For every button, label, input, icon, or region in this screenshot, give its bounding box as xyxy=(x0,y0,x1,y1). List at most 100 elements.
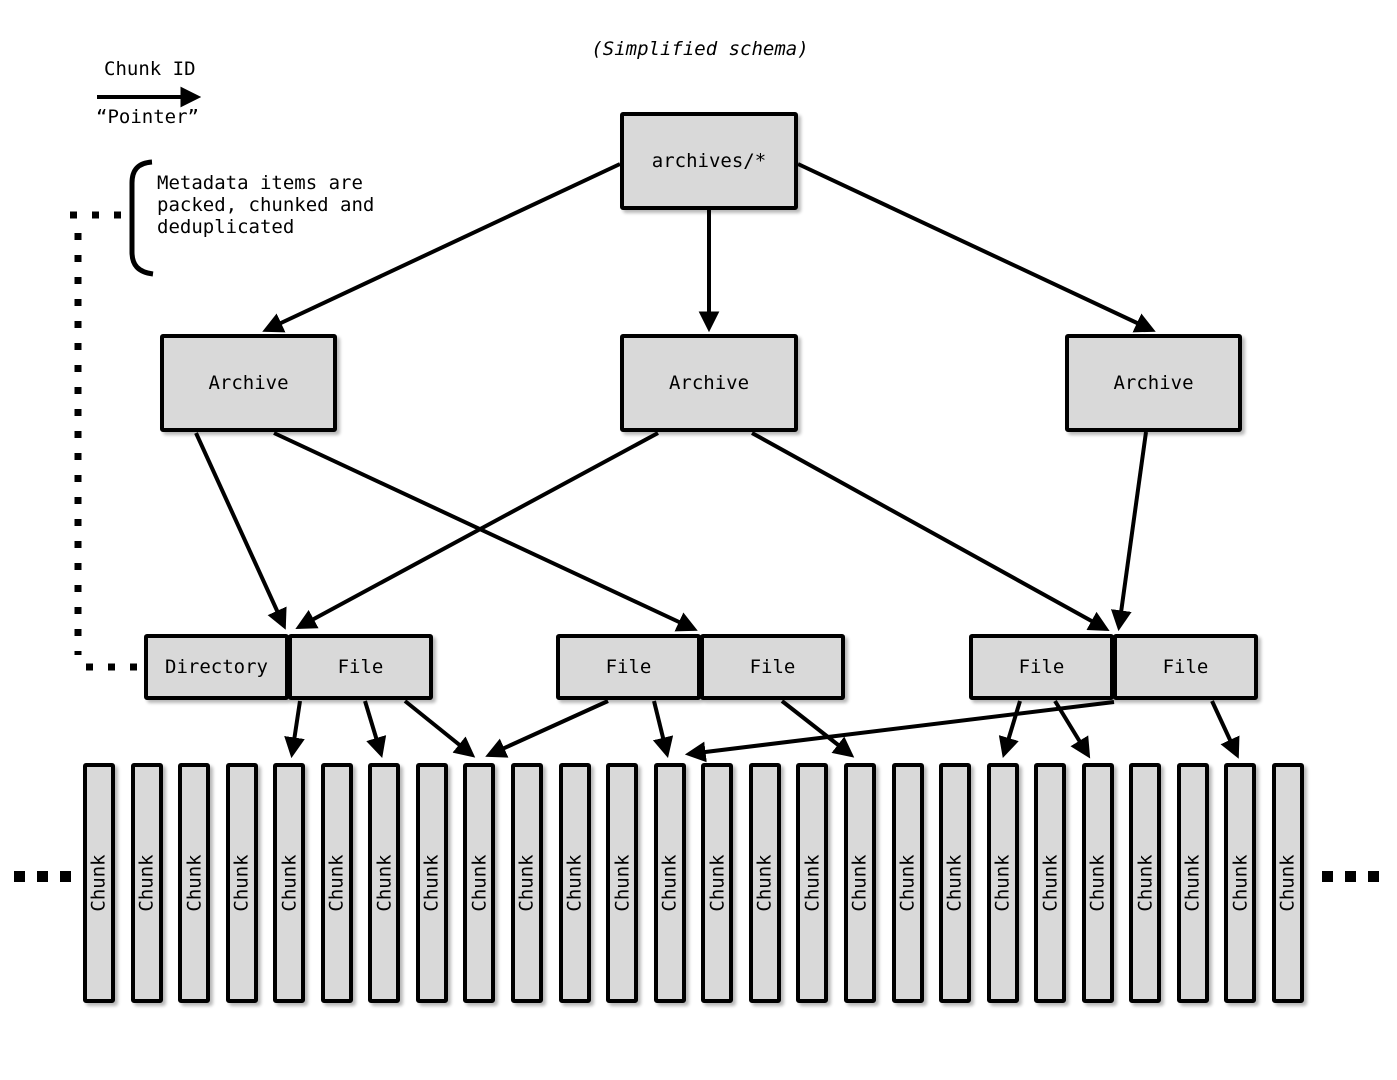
node-file: File xyxy=(700,634,845,700)
node-label: Archive xyxy=(668,372,750,394)
arrow-file1-chunk9 xyxy=(403,699,476,758)
pair-1: Directory File xyxy=(144,634,433,700)
chunk-row-ellipsis-right xyxy=(1322,871,1379,882)
node-label: File xyxy=(1162,656,1209,678)
chunk-box: Chunk xyxy=(511,763,544,1003)
chunk-box: Chunk xyxy=(1224,763,1257,1003)
legend-pointer-label: “Pointer” xyxy=(96,106,199,128)
arrow-archive3-pair3 xyxy=(1110,431,1148,632)
chunk-box: Chunk xyxy=(701,763,734,1003)
arrow-file2-chunk13 xyxy=(652,700,674,759)
chunk-label: Chunk xyxy=(848,854,871,912)
arrow-file3-chunk16 xyxy=(780,699,855,758)
arrow-archive2-pair1 xyxy=(295,431,659,629)
chunk-box: Chunk xyxy=(178,763,211,1003)
chunk-box: Chunk xyxy=(1272,763,1304,1003)
chunk-box: Chunk xyxy=(796,763,829,1003)
chunk-box: Chunk xyxy=(653,763,686,1003)
arrow-pair3-chunk13-long xyxy=(684,700,1115,763)
chunk-box: Chunk xyxy=(1176,763,1209,1003)
chunk-label: Chunk xyxy=(1039,854,1062,912)
arrow-file2-chunk9 xyxy=(485,699,609,758)
chunk-label: Chunk xyxy=(1086,854,1109,912)
node-archive-3: Archive xyxy=(1065,334,1242,432)
chunk-box: Chunk xyxy=(368,763,401,1003)
chunk-label: Chunk xyxy=(1134,854,1157,912)
chunk-label: Chunk xyxy=(420,854,443,912)
node-label: File xyxy=(337,656,384,678)
metadata-note: Metadata items are packed, chunked and d… xyxy=(157,172,374,238)
chunk-box: Chunk xyxy=(1034,763,1067,1003)
chunk-box: Chunk xyxy=(606,763,639,1003)
node-label: Directory xyxy=(165,656,268,678)
arrow-file1-chunk7 xyxy=(363,700,387,758)
chunk-box: Chunk xyxy=(130,763,163,1003)
node-label: File xyxy=(1018,656,1065,678)
chunk-box: Chunk xyxy=(463,763,496,1003)
arrow-archive2-pair3 xyxy=(751,431,1110,632)
node-label: Archive xyxy=(208,372,289,394)
arrow-file1-chunk5 xyxy=(284,700,305,759)
chunk-label: Chunk xyxy=(230,854,253,912)
chunk-box: Chunk xyxy=(939,763,972,1003)
note-line: deduplicated xyxy=(157,216,295,238)
node-archives-root: archives/* xyxy=(620,112,798,210)
chunk-label: Chunk xyxy=(896,854,919,912)
arrow-root-archive3 xyxy=(797,162,1156,333)
chunk-label: Chunk xyxy=(1181,854,1204,912)
note-brace xyxy=(129,159,154,277)
node-label: archives/* xyxy=(651,150,767,172)
chunk-label: Chunk xyxy=(944,854,967,912)
node-file: File xyxy=(288,634,433,700)
chunk-box: Chunk xyxy=(843,763,876,1003)
chunk-box: Chunk xyxy=(558,763,591,1003)
chunk-label: Chunk xyxy=(611,854,634,912)
chunk-label: Chunk xyxy=(658,854,681,912)
chunk-label: Chunk xyxy=(1277,854,1300,912)
chunk-box: Chunk xyxy=(225,763,258,1003)
chunk-label: Chunk xyxy=(88,854,111,912)
chunk-box: Chunk xyxy=(83,763,115,1003)
pair-2: File File xyxy=(556,634,845,700)
ellipsis-left-text: ... xyxy=(0,0,1,1)
chunk-label: Chunk xyxy=(1229,854,1252,912)
chunk-box: Chunk xyxy=(1129,763,1162,1003)
page-title: (Simplified schema) xyxy=(591,38,809,60)
chunk-label: Chunk xyxy=(516,854,539,912)
chunk-box: Chunk xyxy=(1081,763,1114,1003)
ellipsis-right-text: ... xyxy=(0,0,1,1)
note-line: packed, chunked and xyxy=(157,194,375,216)
arrow-file4-chunk20 xyxy=(998,700,1022,758)
arrow-file5-chunk25 xyxy=(1210,700,1240,759)
node-label: File xyxy=(605,656,652,678)
node-file: File xyxy=(1113,634,1258,700)
node-archive-1: Archive xyxy=(160,334,337,432)
node-label: File xyxy=(749,656,796,678)
chunk-label: Chunk xyxy=(135,854,158,912)
chunk-box: Chunk xyxy=(891,763,924,1003)
arrow-archive1-pair2 xyxy=(273,431,698,632)
pair-3: File File xyxy=(969,634,1258,700)
chunk-label: Chunk xyxy=(468,854,491,912)
chunk-box: Chunk xyxy=(748,763,781,1003)
chunk-label: Chunk xyxy=(325,854,348,912)
chunk-label: Chunk xyxy=(563,854,586,912)
node-directory: Directory xyxy=(144,634,289,700)
node-file: File xyxy=(556,634,701,700)
node-label: Archive xyxy=(1113,372,1194,394)
chunk-label: Chunk xyxy=(706,854,729,912)
chunk-label: Chunk xyxy=(278,854,301,912)
node-file: File xyxy=(969,634,1114,700)
legend-chunk-id-label: Chunk ID xyxy=(104,58,196,80)
note-line: Metadata items are xyxy=(157,172,363,194)
chunk-label: Chunk xyxy=(183,854,206,912)
arrow-archive1-pair1 xyxy=(194,432,287,630)
chunk-box: Chunk xyxy=(986,763,1019,1003)
chunk-row-ellipsis-left xyxy=(14,871,71,882)
chunk-box: Chunk xyxy=(273,763,306,1003)
chunk-label: Chunk xyxy=(991,854,1014,912)
chunk-label: Chunk xyxy=(753,854,776,912)
chunk-box: Chunk xyxy=(320,763,353,1003)
chunk-label: Chunk xyxy=(373,854,396,912)
